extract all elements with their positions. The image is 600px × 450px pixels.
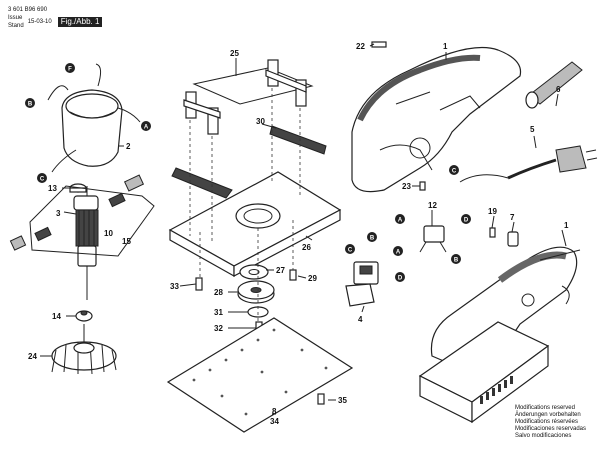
suppressor <box>419 225 447 253</box>
label-part-25: 25 <box>230 49 239 58</box>
svg-text:D: D <box>464 218 469 224</box>
washer-28 <box>237 280 275 304</box>
svg-text:A: A <box>398 218 403 224</box>
bearing-14 <box>75 310 93 322</box>
part-number-labels: 1 1 2 3 4 5 6 7 8 10 12 13 14 15 19 22 2… <box>28 42 569 426</box>
doc-number: 3 601 B96 690 <box>8 7 48 13</box>
connector-a-1: A <box>141 121 151 131</box>
connector-d-2: D <box>395 272 405 282</box>
sanding-plate <box>166 317 354 433</box>
clip-7 <box>507 231 519 247</box>
label-part-28: 28 <box>214 288 223 297</box>
label-part-6: 6 <box>556 85 561 94</box>
screw-29 <box>289 269 297 281</box>
label-part-1: 1 <box>443 42 448 51</box>
label-part-1-sander: 1 <box>564 221 569 230</box>
svg-text:B: B <box>454 258 459 264</box>
issue-date: 15-03-10 <box>27 19 52 25</box>
housing-half <box>351 46 522 193</box>
leader-lines <box>40 43 567 415</box>
screw-23 <box>419 181 426 191</box>
svg-text:C: C <box>452 169 457 175</box>
connector-markers: F B A C C D A B C A B D <box>25 63 471 282</box>
issue-label: Issue <box>8 15 23 21</box>
connector-b-3: B <box>451 254 461 264</box>
connector-d-1: D <box>461 214 471 224</box>
label-part-33: 33 <box>170 282 179 291</box>
svg-text:C: C <box>348 248 353 254</box>
notice-line: Änderungen vorbehalten <box>514 412 581 418</box>
group-bracket-15 <box>29 185 155 257</box>
label-part-31: 31 <box>214 308 223 317</box>
label-part-10: 10 <box>104 229 113 238</box>
svg-text:A: A <box>396 250 401 256</box>
svg-text:A: A <box>144 125 149 131</box>
label-part-29: 29 <box>308 274 317 283</box>
connector-c-3: C <box>345 244 355 254</box>
label-part-4: 4 <box>358 315 363 324</box>
stand-label: Stand <box>8 23 24 29</box>
cable-guard <box>525 61 583 109</box>
screw-19 <box>489 227 496 238</box>
svg-text:B: B <box>28 102 33 108</box>
label-part-12: 12 <box>428 201 437 210</box>
label-part-34: 34 <box>270 417 279 426</box>
label-part-3: 3 <box>56 209 61 218</box>
label-part-14: 14 <box>52 312 61 321</box>
label-part-35: 35 <box>338 396 347 405</box>
figure-label: Fig./Abb. 1 <box>57 17 103 27</box>
label-part-32: 32 <box>214 324 223 333</box>
label-part-13: 13 <box>48 184 57 193</box>
svg-text:B: B <box>370 236 375 242</box>
label-part-19: 19 <box>488 207 497 216</box>
label-part-5: 5 <box>530 125 535 134</box>
notice-line: Salvo modificaciones <box>514 433 572 439</box>
connector-b-2: B <box>367 232 377 242</box>
label-part-26: 26 <box>302 243 311 252</box>
label-part-30: 30 <box>256 117 265 126</box>
document-header: 3 601 B96 690 Issue Stand 15-03-10 Fig./… <box>8 6 103 30</box>
connector-a-2: A <box>395 214 405 224</box>
notice-line: Modifications réservées <box>514 419 578 425</box>
label-part-15: 15 <box>122 237 131 246</box>
connector-f: F <box>65 63 75 73</box>
connector-b-1: B <box>25 98 35 108</box>
connector-c-1: C <box>37 173 47 183</box>
fan <box>51 324 117 375</box>
assembled-sander <box>418 246 581 424</box>
connector-a-3: A <box>393 246 403 256</box>
label-part-8: 8 <box>272 407 277 416</box>
svg-text:F: F <box>68 67 72 73</box>
svg-text:C: C <box>40 177 45 183</box>
switch <box>345 261 379 307</box>
frame-assembly <box>171 59 327 199</box>
assembly-lines <box>189 88 301 322</box>
notice-line: Modificaciones reservadas <box>514 426 586 432</box>
field-housing <box>47 63 141 173</box>
power-cord <box>459 145 598 183</box>
label-part-22: 22 <box>356 42 365 51</box>
modifications-notice: Modifications reserved Änderungen vorbeh… <box>515 405 586 440</box>
washer-27 <box>239 264 269 280</box>
connector-c-2: C <box>449 165 459 175</box>
label-part-27: 27 <box>276 266 285 275</box>
label-part-24: 24 <box>28 352 37 361</box>
carbon-brushes <box>9 174 145 251</box>
label-part-23: 23 <box>402 182 411 191</box>
notice-line: Modifications reserved <box>514 405 575 411</box>
label-part-7: 7 <box>510 213 515 222</box>
screw-35 <box>317 393 325 405</box>
base-plate <box>168 171 342 278</box>
label-part-2: 2 <box>126 142 131 151</box>
armature <box>73 186 99 300</box>
svg-text:D: D <box>398 276 403 282</box>
screw-33 <box>195 277 203 291</box>
